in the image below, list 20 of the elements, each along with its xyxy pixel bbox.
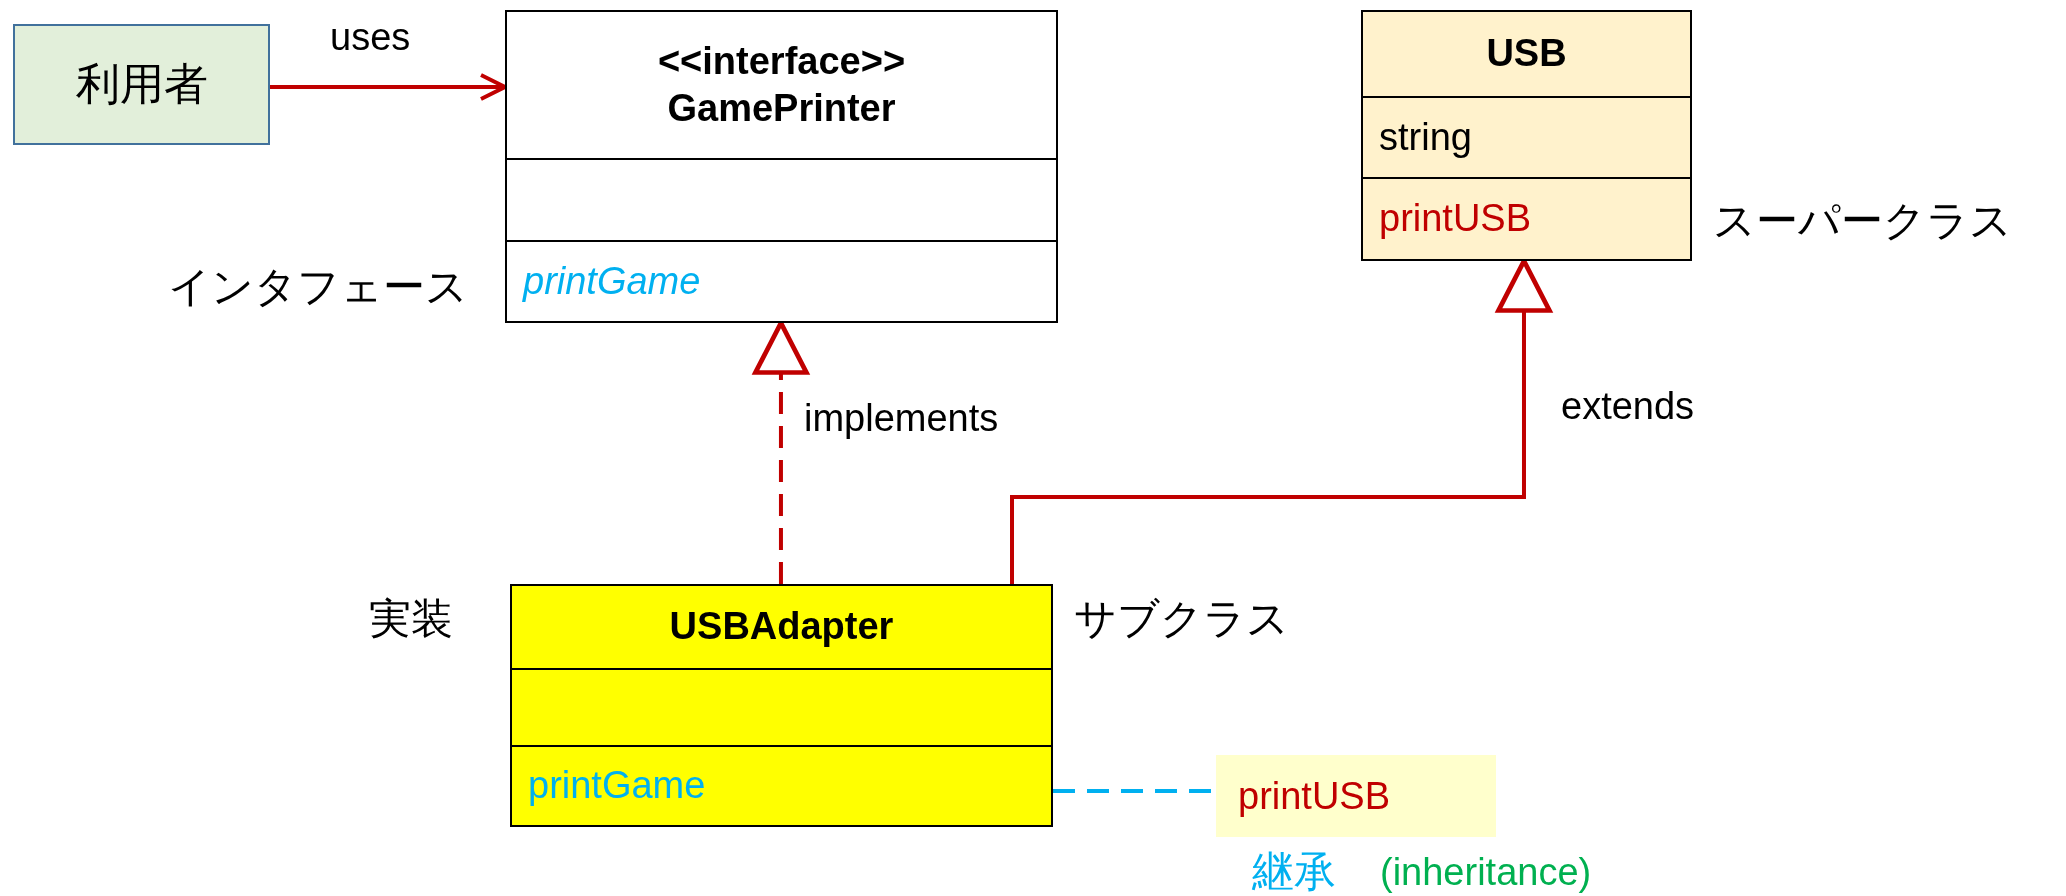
method-name: printGame: [528, 763, 706, 809]
arrow: [270, 73, 507, 101]
class-name: USBAdapter: [669, 604, 894, 650]
class-box: [505, 10, 1058, 323]
attribute-name: string: [1379, 114, 1472, 160]
class-box: [510, 584, 1053, 827]
note-box: printUSB: [1216, 755, 1496, 837]
class-name: GamePrinter: [667, 86, 896, 132]
role-label: スーパークラス: [1713, 200, 2012, 242]
method-name: printUSB: [1379, 196, 1532, 242]
note-text: (inheritance): [1380, 853, 1592, 891]
class-box: [1361, 10, 1692, 261]
stereotype: <<interface>>: [657, 38, 906, 84]
role-label: インタフェース: [168, 266, 468, 308]
class-name: USB: [1486, 31, 1567, 77]
note-text: 継承: [1252, 851, 1336, 893]
role-label: サブクラス: [1074, 598, 1289, 640]
role-label: 実装: [369, 598, 453, 640]
actor-box: 利用者: [13, 24, 270, 145]
method-name: printGame: [523, 258, 701, 304]
